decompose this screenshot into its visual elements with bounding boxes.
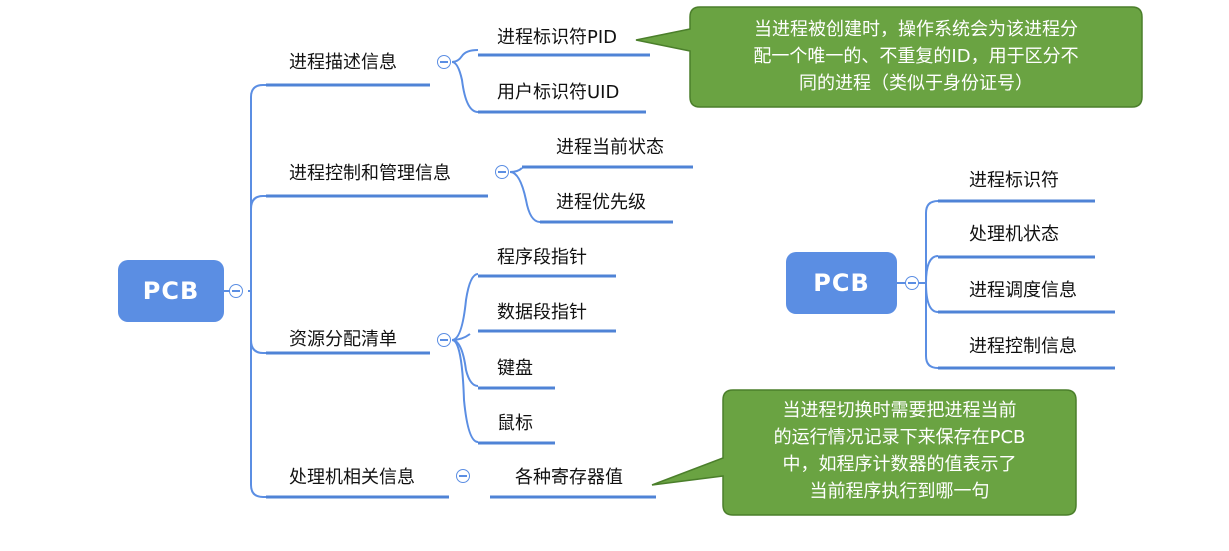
callout-2-line-1: 当进程切换时需要把进程当前 [782, 400, 1017, 421]
pcb-root-node-left: PCB [118, 260, 224, 322]
callout-1-line-3: 同的进程（类似于身份证号） [799, 73, 1033, 94]
collapse-toggle-branch-4[interactable] [456, 469, 470, 483]
right-child-process-identifier: 进程标识符 [969, 170, 1059, 191]
callout-1-line-2: 配一个唯一的、不重复的ID，用于区分不 [753, 46, 1079, 67]
callout-1-line-1: 当进程被创建时，操作系统会为该进程分 [754, 19, 1078, 40]
branch-process-description: 进程描述信息 [289, 52, 397, 73]
collapse-toggle-root-right[interactable] [905, 276, 919, 290]
collapse-toggle-branch-2[interactable] [495, 165, 509, 179]
child-code-segment-pointer: 程序段指针 [497, 247, 587, 268]
callout-2-line-4: 当前程序执行到哪一句 [809, 481, 990, 502]
callout-1-shape [635, 6, 1143, 108]
pcb-root-node-right: PCB [786, 252, 897, 314]
collapse-toggle-root-left[interactable] [229, 284, 243, 298]
callout-2-line-2: 的运行情况记录下来保存在PCB [773, 427, 1026, 448]
branch-resource-list: 资源分配清单 [289, 329, 397, 350]
child-current-state: 进程当前状态 [556, 137, 664, 158]
collapse-toggle-branch-1[interactable] [437, 55, 451, 69]
right-child-scheduling-info: 进程调度信息 [969, 280, 1077, 301]
child-data-segment-pointer: 数据段指针 [497, 302, 587, 323]
child-priority: 进程优先级 [556, 192, 646, 213]
branch-process-control: 进程控制和管理信息 [289, 163, 451, 184]
branch-processor-info: 处理机相关信息 [289, 467, 415, 488]
child-mouse: 鼠标 [497, 413, 533, 434]
child-uid: 用户标识符UID [497, 82, 620, 103]
right-child-control-info: 进程控制信息 [969, 336, 1077, 357]
collapse-toggle-branch-3[interactable] [437, 333, 451, 347]
callout-register-note: 当进程切换时需要把进程当前 的运行情况记录下来保存在PCB 中，如程序计数器的值… [723, 397, 1076, 505]
right-child-processor-state: 处理机状态 [969, 224, 1059, 245]
child-pid: 进程标识符PID [497, 27, 618, 48]
callout-pid-note: 当进程被创建时，操作系统会为该进程分 配一个唯一的、不重复的ID，用于区分不 同… [690, 16, 1142, 97]
child-keyboard: 键盘 [497, 358, 533, 379]
callout-2-line-3: 中，如程序计数器的值表示了 [782, 454, 1017, 475]
child-register-values: 各种寄存器值 [515, 467, 623, 488]
callout-2-shape [651, 389, 1077, 516]
